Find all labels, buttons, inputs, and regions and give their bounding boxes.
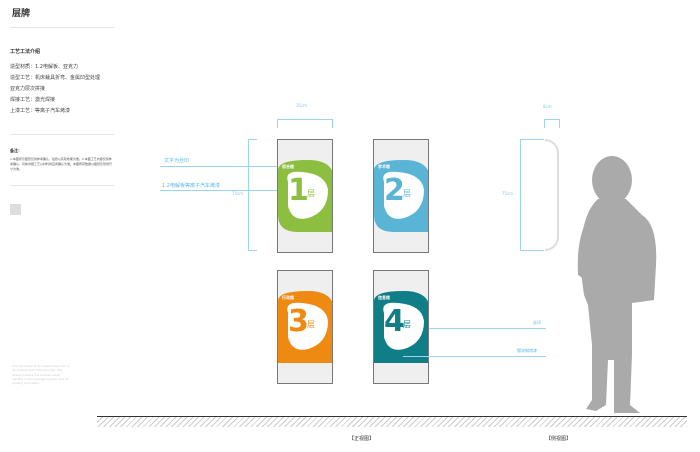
sign-name: 学术楼 <box>378 164 390 169</box>
front-view-label: 【正视图】 <box>349 436 375 442</box>
sign-floor-label: 层 <box>307 189 315 198</box>
sign-shape <box>278 291 332 363</box>
depth-dim: 8cm <box>543 104 552 109</box>
sign-shape <box>278 160 332 232</box>
ground-line <box>97 416 687 427</box>
side-view-label: 【侧视图】 <box>546 436 572 442</box>
height-bracket <box>248 139 257 251</box>
sign-number: 1 <box>288 173 309 208</box>
faint-text: The full name of an object depends on it… <box>12 364 70 386</box>
leader-line <box>429 328 546 329</box>
page-title: 层牌 <box>12 9 31 19</box>
sign-number: 2 <box>384 173 405 208</box>
floor-sign-4: 信息楼 4 层 <box>373 270 429 384</box>
sign-shape <box>374 291 428 363</box>
sign-number: 3 <box>288 304 309 339</box>
annotation-silk: 文字为丝印 <box>164 158 190 164</box>
annotation-steel: 1.2电解板等离子汽车烤漆 <box>162 183 220 189</box>
spec-line: 焊接工艺：激光焊接 <box>10 97 56 103</box>
height-dim: 75cm <box>232 191 244 196</box>
spec-line: 亚克力层次拼接 <box>10 86 46 92</box>
width-bracket <box>277 119 333 128</box>
leader-line <box>403 356 546 357</box>
sign-number: 4 <box>384 304 405 339</box>
note-text: 1.本图所示图形仅供参考确认，最终以实际效果为准。2.本图工艺内容仅供参考确认，… <box>10 157 113 171</box>
divider <box>10 185 114 186</box>
qr-icon <box>10 204 21 215</box>
annotation-side-b: 镀锌钢烤漆 <box>517 348 537 353</box>
floor-sign-1: 综合楼 1 层 <box>277 139 333 253</box>
floor-sign-2: 学术楼 2 层 <box>373 139 429 253</box>
side-height-dim: 75cm <box>502 191 514 196</box>
spec-line: 造型材质：1.2电解板、亚克力 <box>10 64 78 70</box>
divider <box>10 27 114 28</box>
annotation-side-a: 丝印 <box>533 320 541 325</box>
leader-line <box>160 190 278 191</box>
sign-floor-label: 层 <box>307 320 315 329</box>
width-dim: 35cm <box>296 103 308 108</box>
depth-bracket <box>544 119 560 128</box>
sign-name: 信息楼 <box>378 295 390 300</box>
sign-name: 行政楼 <box>282 295 294 300</box>
sign-floor-label: 层 <box>403 189 411 198</box>
sign-floor-label: 层 <box>403 320 411 329</box>
spec-line: 造型工艺：机床裁具折弯、金属凹型处理 <box>10 75 101 81</box>
leader-line <box>160 166 278 167</box>
spec-line: 上漆工艺：等离子汽车烤漆 <box>10 108 71 114</box>
side-view-sign <box>545 139 559 251</box>
section-title: 工艺工法介绍 <box>10 49 41 55</box>
sign-name: 综合楼 <box>282 164 294 169</box>
side-height-bracket <box>520 139 544 251</box>
floor-sign-3: 行政楼 3 层 <box>277 270 333 384</box>
note-title: 备注： <box>10 148 22 153</box>
divider <box>10 134 114 135</box>
sign-shape <box>374 160 428 232</box>
person-silhouette-icon <box>577 156 657 413</box>
